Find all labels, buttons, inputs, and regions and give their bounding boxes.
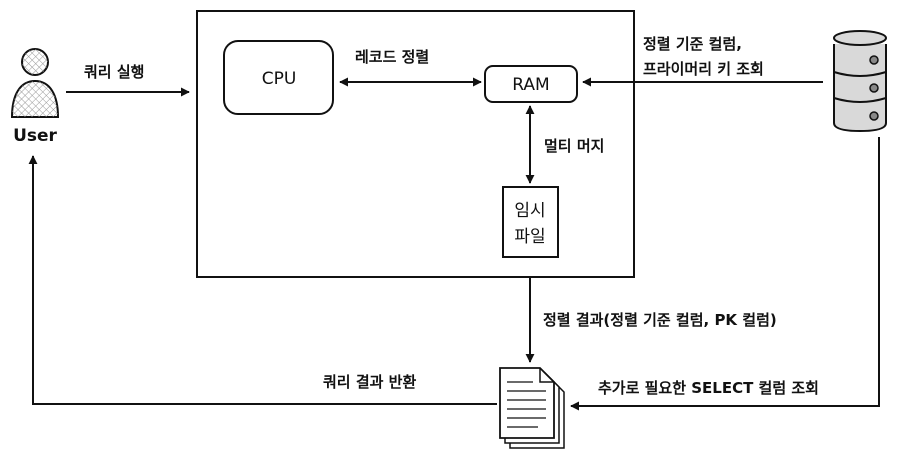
arrow-result-to-user [28, 155, 497, 405]
label-return-result: 쿼리 결과 반환 [323, 373, 416, 391]
temp-file-label-line1: 임시 [514, 201, 545, 221]
user-icon [10, 48, 60, 118]
label-multi-merge: 멀티 머지 [544, 137, 604, 155]
temp-file-box [502, 186, 559, 258]
label-sort-result: 정렬 결과(정렬 기준 컬럼, PK 컬럼) [543, 311, 777, 329]
server-box [196, 10, 635, 278]
cpu-label: CPU [262, 69, 297, 89]
label-lookup-line2: 프라이머리 키 조회 [643, 60, 764, 78]
ram-box [484, 65, 578, 103]
cpu-box [223, 40, 334, 115]
ram-label: RAM [512, 75, 549, 95]
arrow-db-to-result [570, 137, 880, 411]
database-icon [833, 30, 887, 133]
temp-file-label-line2: 파일 [514, 227, 545, 247]
result-document-icon [499, 367, 565, 449]
label-additional-select: 추가로 필요한 SELECT 컬럼 조회 [598, 379, 819, 397]
label-run-query: 쿼리 실행 [84, 63, 144, 81]
user-label: User [13, 126, 57, 146]
label-lookup-line1: 정렬 기준 컬럼, [643, 35, 742, 53]
label-sort-records: 레코드 정렬 [355, 48, 429, 66]
